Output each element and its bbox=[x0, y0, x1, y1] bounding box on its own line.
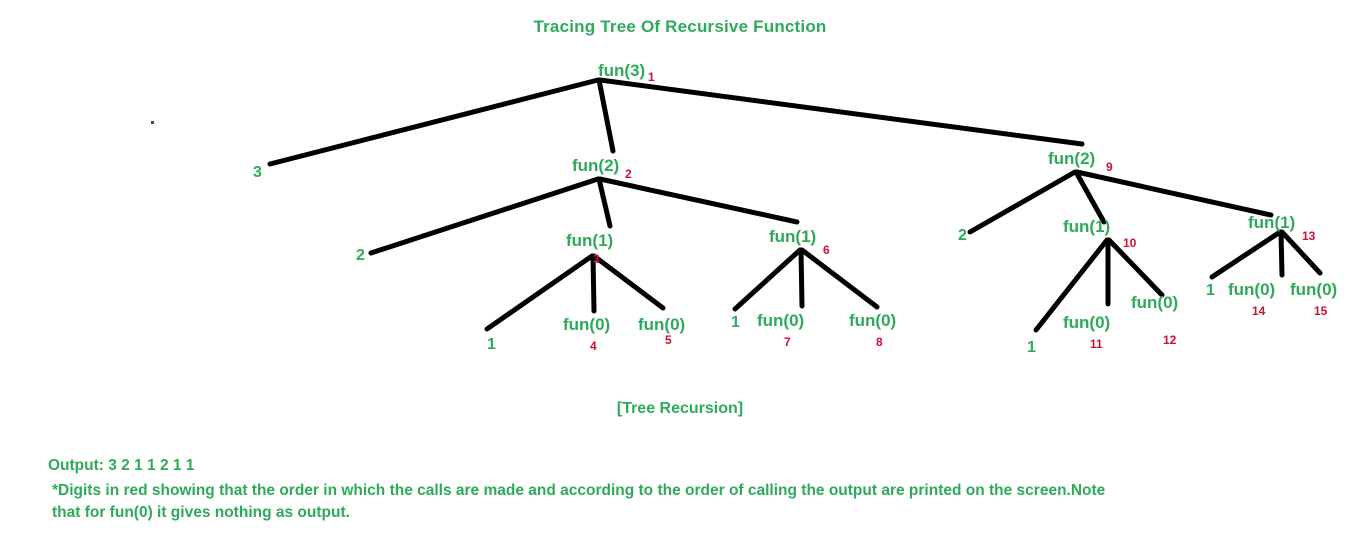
tree-node-call: fun(0) bbox=[849, 311, 897, 330]
call-order-number: 1 bbox=[648, 70, 655, 84]
tree-node-call: fun(0) bbox=[1290, 280, 1338, 299]
page-title: Tracing Tree Of Recursive Function bbox=[533, 17, 827, 36]
note-line-2: that for fun(0) it gives nothing as outp… bbox=[52, 504, 350, 521]
tree-edge bbox=[597, 77, 1085, 147]
tree-edge bbox=[732, 247, 803, 312]
tree-node-call: fun(1) bbox=[1063, 217, 1111, 236]
call-order-number: 3 bbox=[593, 252, 600, 266]
tree-edge bbox=[1278, 229, 1285, 278]
call-order-number: 6 bbox=[823, 243, 830, 257]
tree-edge bbox=[798, 247, 805, 309]
tree-node-call: fun(1) bbox=[566, 231, 614, 250]
call-order-number: 13 bbox=[1302, 229, 1316, 243]
note-line-1: *Digits in red showing that the order in… bbox=[52, 482, 1106, 499]
tree-edge bbox=[596, 176, 613, 229]
tree-edge bbox=[967, 169, 1078, 235]
tree-edge bbox=[484, 253, 595, 332]
call-order-number: 12 bbox=[1163, 333, 1177, 347]
call-order-number: 14 bbox=[1252, 304, 1266, 318]
tree-node-call: fun(2) bbox=[1048, 149, 1096, 168]
tree-edge bbox=[1073, 169, 1107, 225]
tree-leaf-value: 1 bbox=[1206, 282, 1215, 299]
call-order-number: 8 bbox=[876, 335, 883, 349]
tree-edge bbox=[1074, 169, 1274, 218]
footer-notes: Output: 3 2 1 1 2 1 1 *Digits in red sho… bbox=[48, 455, 1348, 524]
tree-leaf-value: 2 bbox=[958, 227, 967, 244]
tree-node-call: fun(0) bbox=[563, 315, 611, 334]
tree-leaf-value: 1 bbox=[1027, 339, 1036, 356]
call-order-number: 4 bbox=[590, 339, 597, 353]
call-order-number: 7 bbox=[784, 335, 791, 349]
call-order-number: 10 bbox=[1123, 236, 1137, 250]
tree-edge bbox=[1209, 229, 1283, 280]
tree-edge bbox=[368, 176, 601, 256]
tree-node-call: fun(1) bbox=[1248, 213, 1296, 232]
image-artifact-dot bbox=[151, 121, 154, 124]
diagram-caption: [Tree Recursion] bbox=[616, 400, 744, 417]
call-order-number: 15 bbox=[1314, 304, 1328, 318]
tree-edge bbox=[267, 77, 601, 167]
tree-node-call: fun(3) bbox=[598, 61, 646, 80]
tree-node-call: fun(0) bbox=[638, 315, 686, 334]
tree-leaf-value: 3 bbox=[253, 164, 262, 181]
call-order-number: 5 bbox=[665, 333, 672, 347]
tree-edge bbox=[799, 247, 880, 310]
tree-edge bbox=[596, 77, 616, 154]
tree-leaf-value: 1 bbox=[487, 336, 496, 353]
output-line: Output: 3 2 1 1 2 1 1 bbox=[48, 457, 195, 474]
call-order-number: 9 bbox=[1106, 160, 1113, 174]
tree-edge bbox=[590, 253, 597, 314]
tree-node-call: fun(1) bbox=[769, 227, 817, 246]
call-order-number: 2 bbox=[625, 167, 632, 181]
tree-node-call: fun(0) bbox=[1131, 293, 1179, 312]
tree-node-call: fun(2) bbox=[572, 156, 620, 175]
call-order-number: 11 bbox=[1090, 337, 1103, 351]
tree-leaf-value: 1 bbox=[731, 314, 740, 331]
tree-edge bbox=[597, 176, 800, 225]
tree-edge bbox=[1106, 237, 1165, 298]
tree-edge bbox=[1033, 237, 1110, 333]
tree-edge bbox=[1279, 229, 1323, 276]
tree-node-call: fun(0) bbox=[757, 311, 805, 330]
tree-node-call: fun(0) bbox=[1063, 313, 1111, 332]
tree-leaf-value: 2 bbox=[356, 247, 365, 264]
tree-node-call: fun(0) bbox=[1228, 280, 1276, 299]
tree-edge bbox=[591, 253, 666, 311]
